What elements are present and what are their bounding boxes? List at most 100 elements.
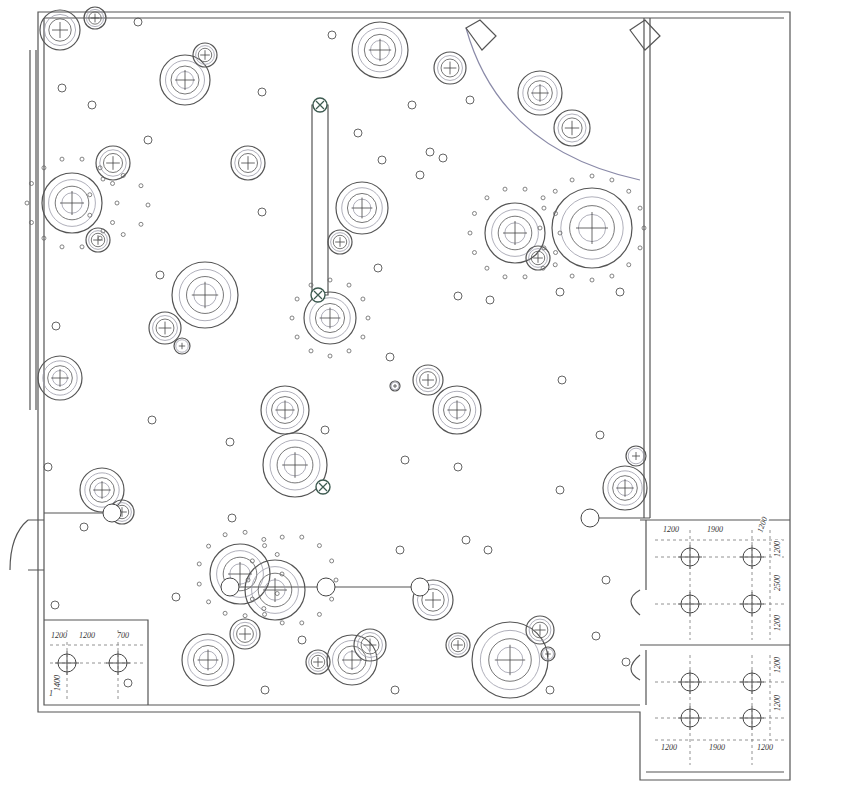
spot-dot [523,187,527,191]
spot-dot [330,559,334,563]
light-fixture [160,55,210,105]
spot-dot [290,316,294,320]
spot-dot [541,266,545,270]
spot-dot [361,335,365,339]
spot-dot [80,245,84,249]
light-fixtures [25,7,764,730]
spot-dot [280,535,284,539]
downlight [454,463,462,471]
dimension-label: 1200 [756,744,774,752]
downlight [616,288,624,296]
spot-dot [472,211,476,215]
spot-dot [295,335,299,339]
spot-dot [42,236,46,240]
dimension-label: 1900 [708,744,726,752]
downlight [354,129,362,137]
downlight [622,658,630,666]
spot-dot [347,283,351,287]
spot-dot [243,614,247,618]
downlight [148,416,156,424]
spot-dot [610,274,614,278]
dimension-label: 1200 [50,632,68,640]
spot-dot [275,552,279,556]
light-fixture [86,228,110,252]
light-fixture [472,622,548,698]
light-fixture [626,446,646,466]
dimension-label: 2500 [774,574,782,592]
dimension-label: 1200 [774,656,782,674]
light-fixture [42,173,102,233]
light-fixture [518,71,562,115]
downlight [462,536,470,544]
spot-dot [317,544,321,548]
spot-dot [642,226,646,230]
spot-dot [558,231,562,235]
downlight [328,31,336,39]
spot-dot [223,533,227,537]
spot-dot [139,222,143,226]
walls [10,12,790,780]
light-fixture [413,365,443,395]
track-head [316,480,330,494]
spot-dot [121,173,125,177]
spot-dot [330,597,334,601]
light-fixture [434,52,466,84]
downlight [261,686,269,694]
light-fixture [182,634,234,686]
spot-dot [627,189,631,193]
downlight [258,88,266,96]
spot-dot [553,189,557,193]
spot-dot [366,316,370,320]
track-cross [314,291,322,299]
spot-dot [472,251,476,255]
downlight [172,593,180,601]
spot-dot [627,263,631,267]
pendant [221,578,239,596]
spot-dot [503,275,507,279]
downlight [80,523,88,531]
pendant [581,509,599,527]
light-fixture [40,10,80,50]
downlight [466,96,474,104]
spot-dot [263,544,267,548]
spot-dot [280,572,284,576]
spot-dot [570,178,574,182]
spot-dot [554,211,558,215]
downlight [52,322,60,330]
spot-dot [570,274,574,278]
light-fixture [541,647,555,661]
spot-dot [538,226,542,230]
downlight [454,292,462,300]
light-fixture [327,635,377,685]
dimension-label: 1200 [78,632,96,640]
spot-dot [121,233,125,237]
spot-dot [263,612,267,616]
light-fixture [231,146,265,180]
light-fixture [149,312,181,344]
light-fixture [245,560,305,620]
spot-dot [590,174,594,178]
spot-dot [197,562,201,566]
spot-dot [29,221,33,225]
downlight [144,136,152,144]
spot-dot [25,201,29,205]
light-fixture [230,619,260,649]
downlight [439,154,447,162]
spot-dot [197,582,201,586]
spot-dot [146,203,150,207]
spot-dot [60,157,64,161]
light-fixture [433,386,481,434]
spot-dot [317,612,321,616]
spot-dot [250,559,254,563]
spot-dot [98,166,102,170]
spot-dot [111,221,115,225]
spot-dot [300,621,304,625]
spot-dot [246,578,250,582]
spot-dot [468,231,472,235]
downlight [546,686,554,694]
spot-dot [309,349,313,353]
light-fixture [84,7,106,29]
spot-dot [542,246,546,250]
dimension-label: 1200 [774,694,782,712]
